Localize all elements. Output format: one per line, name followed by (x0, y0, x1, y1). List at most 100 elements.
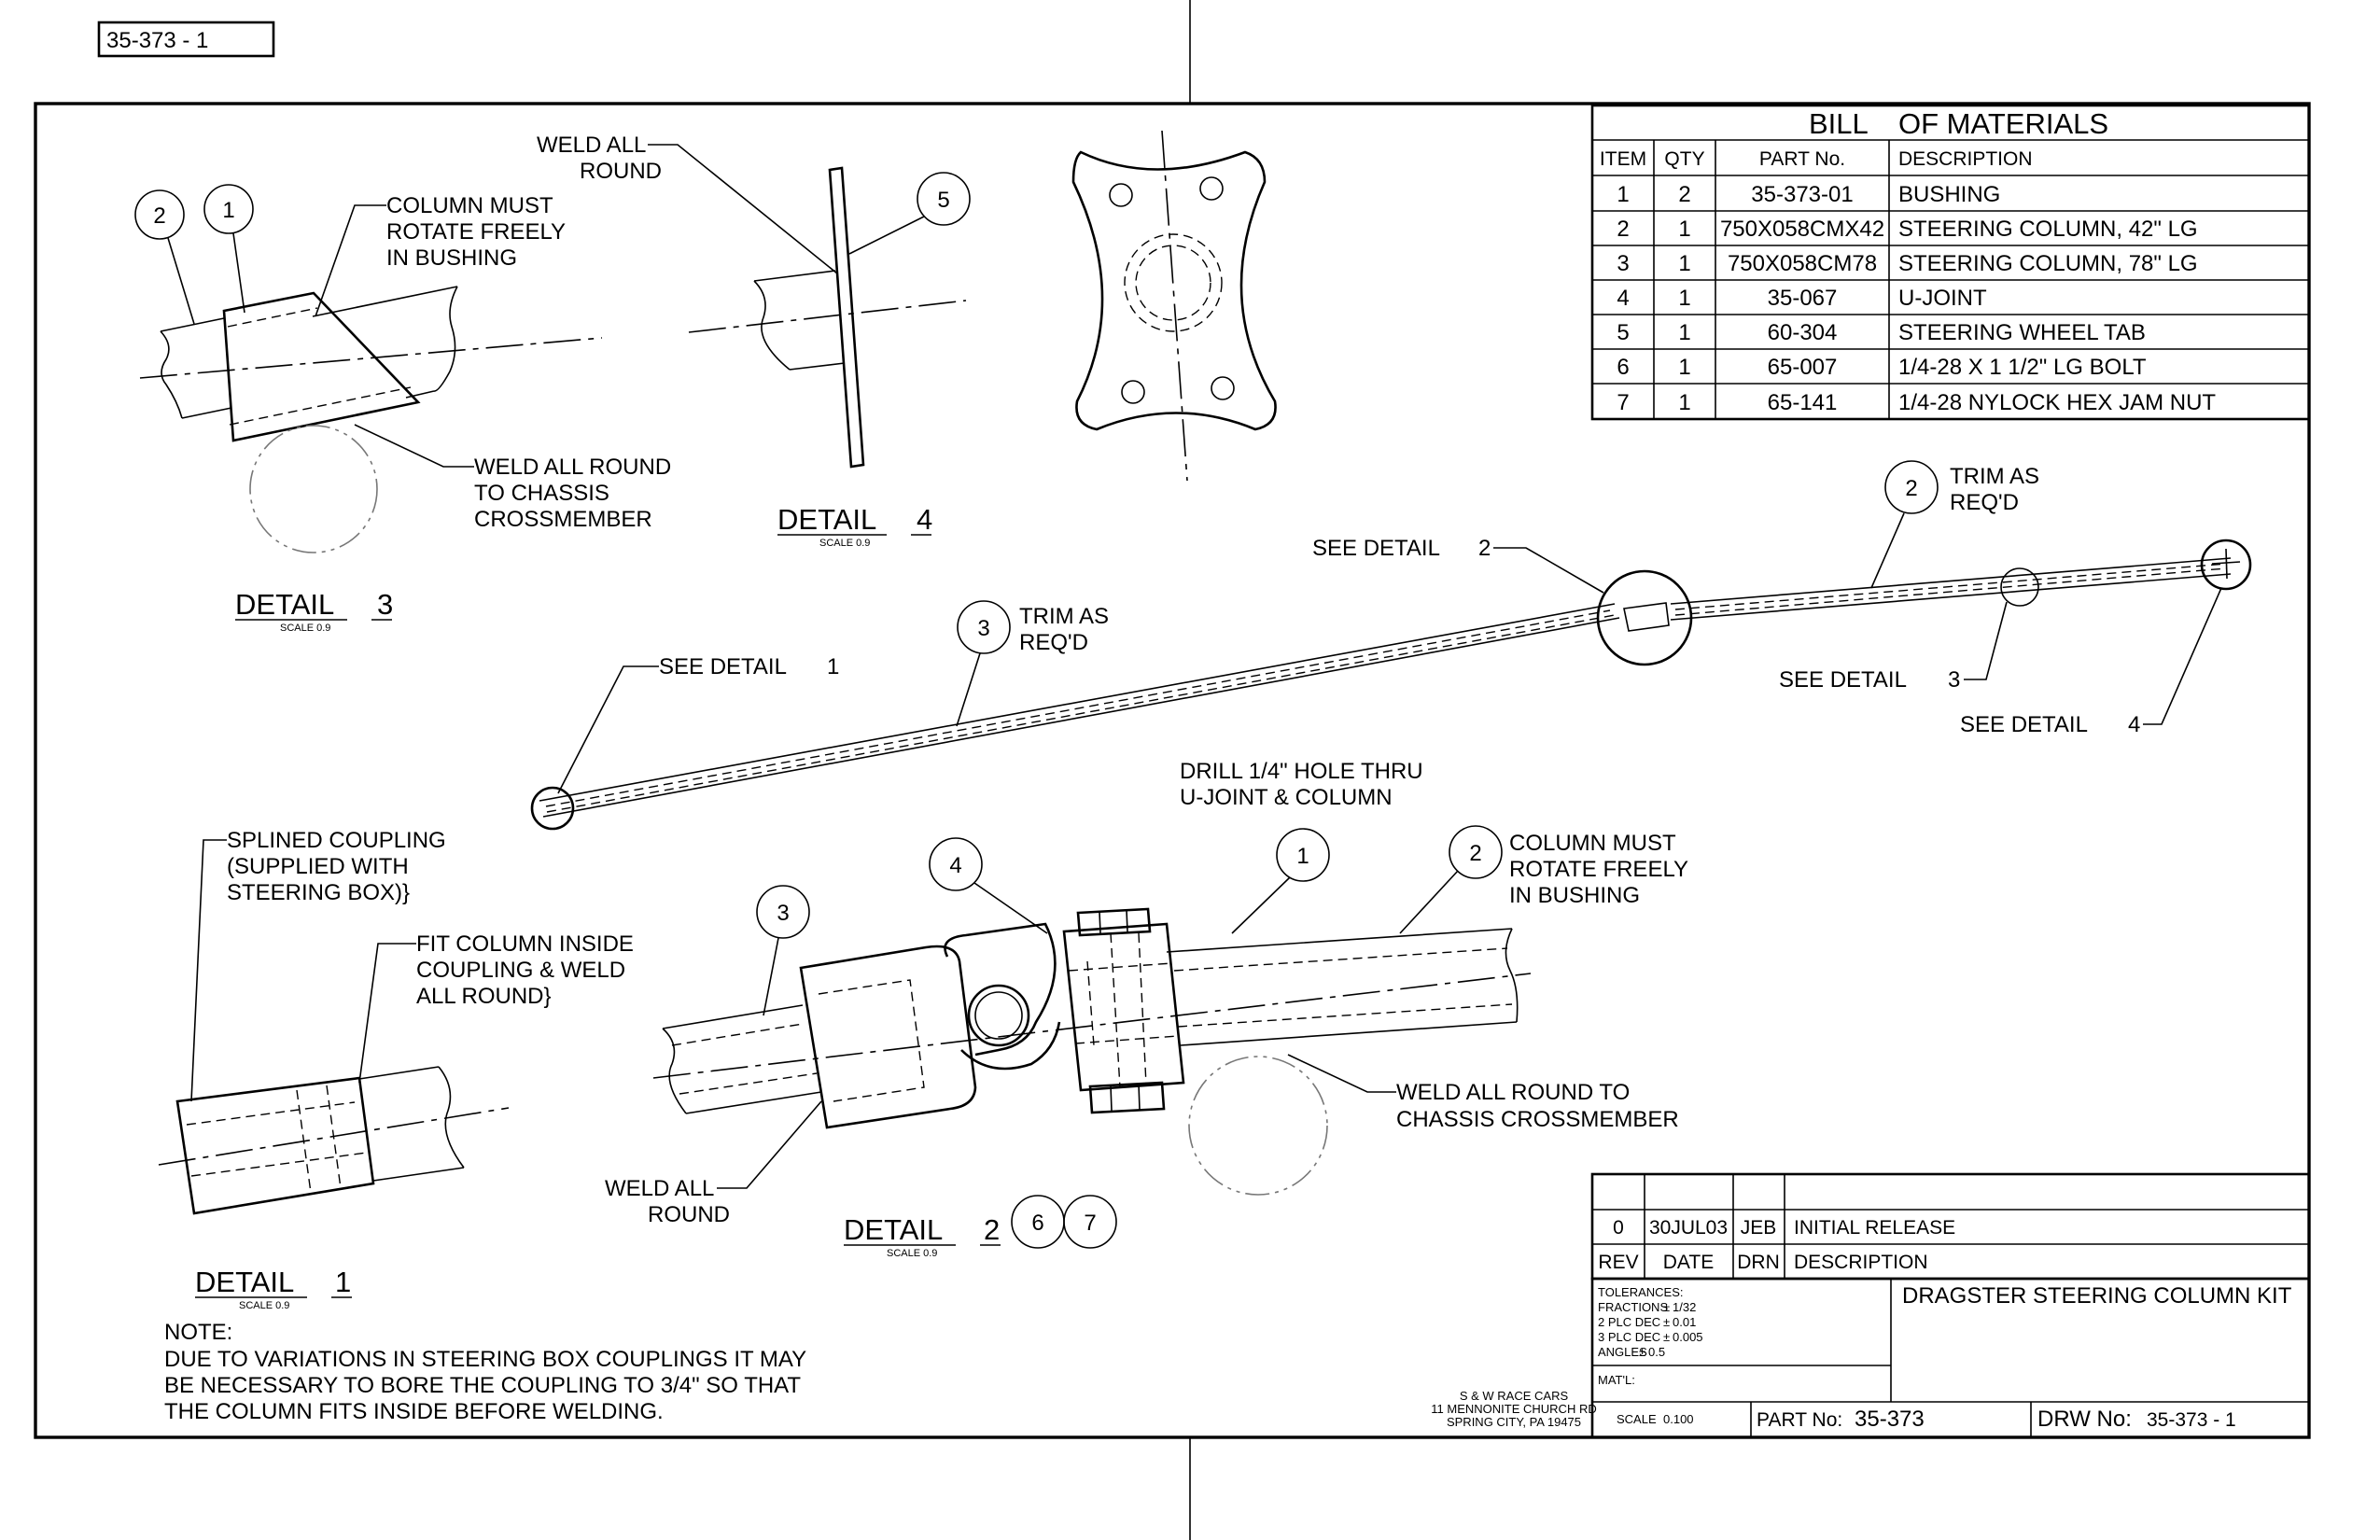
detail-3-label: DETAIL 3 SCALE 0.9 (235, 588, 393, 634)
balloon: 7 (1063, 1195, 1117, 1249)
title-block: TOLERANCES: FRACTIONS ± 1/32 2 PLC DEC ±… (1590, 1277, 2311, 1439)
svg-text:±: ± (1663, 1330, 1670, 1344)
svg-text:2: 2 (984, 1213, 1000, 1246)
svg-text:ANGLES: ANGLES (1598, 1345, 1647, 1359)
svg-text:6: 6 (1031, 1211, 1043, 1236)
bom-row-item: 1 (1617, 182, 1629, 207)
svg-text:0.5: 0.5 (1648, 1345, 1665, 1359)
bom-row-part: 65-007 (1768, 355, 1838, 380)
bom-row-part: 65-141 (1768, 390, 1838, 415)
drill-note: DRILL 1/4" HOLE THRU U-JOINT & COLUMN (1180, 759, 1429, 810)
svg-text:DETAIL: DETAIL (195, 1266, 294, 1298)
bom-row-qty: 1 (1678, 286, 1690, 311)
detail2-note-rotate: COLUMN MUST ROTATE FREELY IN BUSHING (1509, 831, 1694, 908)
svg-text:7: 7 (1084, 1211, 1096, 1236)
revision-block: 0 30JUL03 JEB INITIAL RELEASE REV DATE D… (1590, 1172, 2311, 1281)
bom-row-item: 5 (1617, 320, 1629, 345)
detail3-note-rotate: COLUMN MUST ROTATE FREELY IN BUSHING (386, 193, 571, 271)
rev-description: INITIAL RELEASE (1794, 1217, 1955, 1239)
bom-row-part: 35-373-01 (1751, 182, 1853, 207)
trim-note-right: TRIM AS REQ'D (1950, 464, 2046, 515)
detail-3-view: 2 1 COLUMN MUST ROTATE FREELY IN BUSHING… (134, 184, 678, 634)
svg-text:DUE TO VARIATIONS IN STEERING: DUE TO VARIATIONS IN STEERING BOX COUPLI… (164, 1347, 806, 1372)
svg-text:±: ± (1663, 1300, 1670, 1314)
bom-row-qty: 1 (1678, 217, 1690, 242)
bom-row-item: 2 (1617, 217, 1629, 242)
bom-header-item: ITEM (1600, 148, 1646, 170)
balloon: 5 (917, 172, 971, 226)
svg-text:0.01: 0.01 (1673, 1315, 1696, 1329)
sheet-frame (34, 0, 2311, 1540)
bom-row-part: 35-067 (1768, 286, 1838, 311)
svg-text:REV: REV (1598, 1252, 1638, 1273)
svg-text:FRACTIONS: FRACTIONS (1598, 1300, 1668, 1314)
svg-text:3: 3 (1948, 667, 1960, 693)
see-detail-1: SEE DETAIL (659, 654, 787, 679)
svg-text:2: 2 (1478, 536, 1491, 561)
svg-text:1: 1 (827, 654, 839, 679)
svg-text:35-373 - 1: 35-373 - 1 (106, 28, 208, 53)
bom-row-qty: 1 (1678, 355, 1690, 380)
bom-row-desc: STEERING COLUMN, 78" LG (1898, 251, 2198, 276)
bom-row-part: 750X058CMX42 (1720, 217, 1884, 242)
detail1-note-coupling: SPLINED COUPLING (SUPPLIED WITH STEERING… (227, 828, 452, 905)
general-note: NOTE: DUE TO VARIATIONS IN STEERING BOX … (164, 1320, 806, 1424)
detail1-note-fit: FIT COLUMN INSIDE COUPLING & WELD ALL RO… (416, 931, 640, 1009)
bom-header-part: PART No. (1759, 148, 1845, 170)
svg-text:1: 1 (335, 1266, 351, 1298)
svg-text:SCALE 0.9: SCALE 0.9 (239, 1300, 289, 1311)
bom-row-qty: 1 (1678, 251, 1690, 276)
svg-text:3: 3 (377, 588, 393, 621)
detail2-note-weld-chassis: WELD ALL ROUND TO CHASSIS CROSSMEMBER (1396, 1080, 1679, 1132)
bom-row-qty: 2 (1678, 182, 1690, 207)
detail-2-label: DETAIL 2 SCALE 0.9 6 7 (844, 1195, 1117, 1259)
rev-date: 30JUL03 (1649, 1217, 1728, 1239)
detail-2-view: 4 1 2 3 DRILL 1/4" HOLE THRU U-JOINT & C… (605, 759, 1694, 1259)
svg-text:±: ± (1663, 1315, 1670, 1329)
part-number: 35-373 (1855, 1407, 1925, 1432)
svg-text:SPRING CITY, PA 19475: SPRING CITY, PA 19475 (1447, 1415, 1581, 1429)
svg-text:3 PLC DEC: 3 PLC DEC (1598, 1330, 1660, 1344)
svg-text:1: 1 (222, 198, 234, 223)
company-address: S & W RACE CARS 11 MENNONITE CHURCH RD S… (1431, 1389, 1596, 1429)
balloon: 6 (1011, 1195, 1065, 1249)
bom-row-qty: 1 (1678, 320, 1690, 345)
svg-text:SCALE: SCALE (1617, 1412, 1657, 1426)
balloon: 4 (929, 837, 983, 891)
balloon: 2 (1449, 825, 1503, 879)
svg-text:2: 2 (1469, 841, 1481, 866)
bom-row-item: 7 (1617, 390, 1629, 415)
balloon: 3 (756, 885, 810, 939)
balloon: 2 (134, 189, 185, 240)
svg-text:NOTE:: NOTE: (164, 1320, 232, 1345)
bom-row-part: 750X058CM78 (1728, 251, 1877, 276)
bill-of-materials: BILL OF MATERIALS ITEM QTY PART No. DESC… (1590, 104, 2311, 421)
svg-text:4: 4 (917, 503, 932, 536)
detail4-note-weld: WELD ALL ROUND (537, 133, 662, 184)
trim-note-left: TRIM AS REQ'D (1019, 604, 1115, 655)
svg-text:DATE: DATE (1663, 1252, 1714, 1273)
svg-text:BE NECESSARY TO BORE THE COUPL: BE NECESSARY TO BORE THE COUPLING TO 3/4… (164, 1373, 801, 1398)
svg-text:S & W RACE CARS: S & W RACE CARS (1460, 1389, 1569, 1403)
svg-text:4: 4 (2128, 712, 2140, 737)
bom-row-desc: STEERING WHEEL TAB (1898, 320, 2146, 345)
balloon: 1 (203, 184, 254, 234)
detail3-note-weld: WELD ALL ROUND TO CHASSIS CROSSMEMBER (474, 455, 678, 532)
svg-text:SCALE 0.9: SCALE 0.9 (887, 1248, 937, 1259)
svg-text:3: 3 (777, 901, 789, 926)
bom-row-desc: 1/4-28 NYLOCK HEX JAM NUT (1898, 390, 2216, 415)
svg-text:11 MENNONITE CHURCH RD: 11 MENNONITE CHURCH RD (1431, 1402, 1596, 1416)
svg-text:4: 4 (949, 853, 961, 878)
bom-header-qty: QTY (1664, 148, 1704, 170)
detail-1-label: DETAIL 1 SCALE 0.9 (195, 1266, 352, 1311)
svg-text:2: 2 (1905, 476, 1917, 501)
drawing-number: 35-373 - 1 (2147, 1409, 2236, 1431)
see-detail-2: SEE DETAIL (1312, 536, 1440, 561)
bom-row-qty: 1 (1678, 390, 1690, 415)
svg-text:0.005: 0.005 (1673, 1330, 1703, 1344)
bom-row-part: 60-304 (1768, 320, 1838, 345)
svg-text:2: 2 (153, 203, 165, 229)
bom-row-desc: U-JOINT (1898, 286, 1987, 311)
svg-text:5: 5 (937, 188, 949, 213)
svg-text:1: 1 (1296, 844, 1309, 869)
